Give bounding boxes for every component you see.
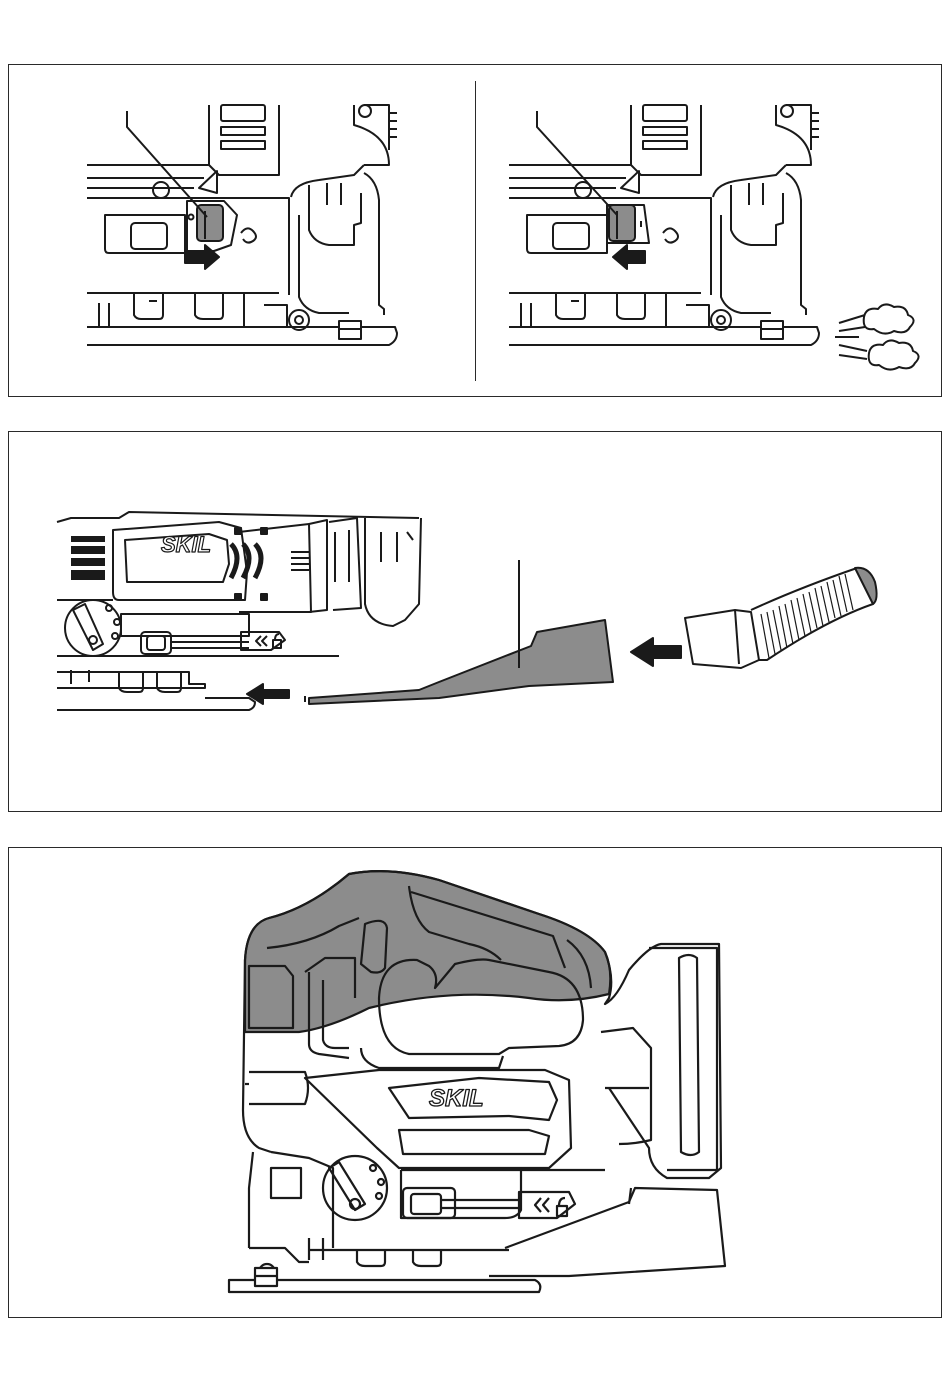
illustration-tool-with-adapter: SKIL: [9, 848, 943, 1319]
brand-logo-skil-1: SKIL: [161, 532, 211, 557]
illustration-switch-open: [9, 65, 943, 398]
illustration-adapter-attach: SKIL: [9, 432, 943, 813]
figure-panel-dust-extraction: SKIL: [8, 431, 942, 812]
brand-logo-skil-2: SKIL: [429, 1085, 484, 1112]
figure-panel-dust-switch: [8, 64, 942, 397]
figure-panel-assembled-tool: SKIL: [8, 847, 942, 1318]
